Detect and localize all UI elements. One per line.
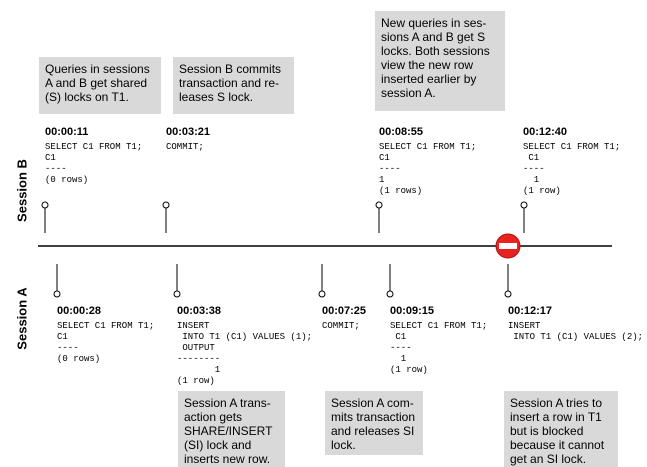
event-code: SELECT C1 FROM T1; C1 ---- (0 rows)	[57, 321, 155, 364]
marker-a4	[386, 264, 394, 298]
event-b4: 00:12:40 SELECT C1 FROM T1; C1 ---- 1 (1…	[523, 126, 620, 197]
callout-session-b-commit: Session B commits transaction and re- le…	[173, 57, 294, 114]
marker-b4	[520, 201, 528, 233]
event-b1: 00:00:11 SELECT C1 FROM T1; C1 ---- (0 r…	[45, 126, 142, 186]
event-code: COMMIT;	[322, 321, 360, 331]
marker-b2	[162, 201, 170, 233]
event-a4: 00:09:15 SELECT C1 FROM T1; C1 ---- 1 (1…	[390, 305, 487, 376]
event-a1: 00:00:28 SELECT C1 FROM T1; C1 ---- (0 r…	[57, 305, 154, 365]
event-time: 00:03:38	[177, 305, 222, 317]
marker-b1	[41, 201, 49, 233]
marker-a2	[173, 264, 181, 298]
event-time: 00:12:17	[508, 305, 553, 317]
event-a5: 00:12:17 INSERT INTO T1 (C1) VALUES (2);	[508, 305, 643, 343]
marker-a1	[53, 264, 61, 298]
callout-new-queries: New queries in ses- sions A and B get S …	[375, 11, 505, 111]
event-code: SELECT C1 FROM T1; C1 ---- (0 rows)	[45, 142, 143, 185]
no-entry-icon	[495, 233, 521, 259]
event-time: 00:08:55	[379, 126, 424, 138]
event-code: INSERT INTO T1 (C1) VALUES (1); OUTPUT -…	[177, 321, 313, 386]
event-code: COMMIT;	[166, 142, 204, 152]
event-code: SELECT C1 FROM T1; C1 ---- 1 (1 row)	[390, 321, 488, 375]
marker-b3	[375, 201, 383, 233]
event-time: 00:09:15	[390, 305, 435, 317]
callout-blocked: Session A tries to insert a row in T1 bu…	[504, 391, 618, 467]
event-time: 00:12:40	[523, 126, 568, 138]
event-b3: 00:08:55 SELECT C1 FROM T1; C1 ---- 1 (1…	[379, 126, 476, 197]
event-a2: 00:03:38 INSERT INTO T1 (C1) VALUES (1);…	[177, 305, 312, 387]
event-time: 00:07:25	[322, 305, 367, 317]
event-time: 00:00:28	[57, 305, 102, 317]
callout-session-a-commit: Session A com- mits transaction and rele…	[325, 391, 423, 455]
marker-a3	[318, 264, 326, 298]
callout-si-lock: Session A trans- action gets SHARE/INSER…	[178, 391, 285, 467]
event-code: SELECT C1 FROM T1; C1 ---- 1 (1 rows)	[379, 142, 477, 196]
event-b2: 00:03:21 COMMIT;	[166, 126, 210, 153]
event-code: SELECT C1 FROM T1; C1 ---- 1 (1 row)	[523, 142, 621, 196]
marker-a5	[504, 264, 512, 298]
event-a3: 00:07:25 COMMIT;	[322, 305, 366, 332]
event-code: INSERT INTO T1 (C1) VALUES (2);	[508, 321, 644, 342]
event-time: 00:00:11	[45, 126, 89, 138]
event-time: 00:03:21	[166, 126, 211, 138]
callout-shared-locks: Queries in sessions A and B get shared (…	[39, 57, 161, 114]
